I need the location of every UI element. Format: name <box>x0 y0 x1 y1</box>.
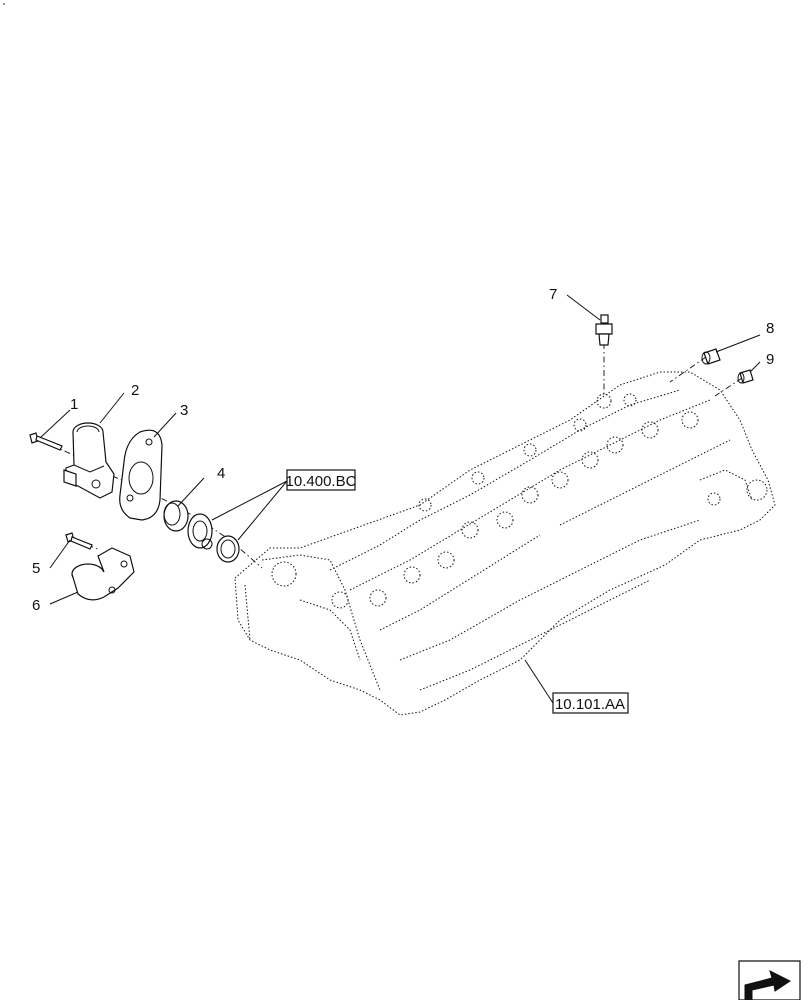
part-7-sensor <box>595 314 613 346</box>
part-3-gasket <box>119 429 163 521</box>
callout-8: 8 <box>766 320 774 337</box>
part-6-water-outlet <box>71 547 135 601</box>
callout-7: 7 <box>549 286 557 303</box>
corner-mark <box>3 3 5 5</box>
callout-4: 4 <box>217 465 225 482</box>
callout-6: 6 <box>32 597 40 614</box>
part-5-screw <box>65 532 93 550</box>
reference-label-10-400-bc: 10.400.BC <box>286 473 357 490</box>
callout-1: 1 <box>70 396 78 413</box>
callout-labels: 1 2 3 4 5 6 7 8 9 <box>32 286 774 614</box>
callout-3: 3 <box>180 402 188 419</box>
callout-2: 2 <box>131 382 139 399</box>
part-1-screw <box>29 432 63 451</box>
seal-ring <box>216 535 240 563</box>
part-4-thermostat <box>163 500 213 550</box>
callout-5: 5 <box>32 560 40 577</box>
cylinder-head <box>234 371 776 716</box>
reference-label-10-101-aa: 10.101.AA <box>555 696 625 713</box>
reference-box-10-101-aa[interactable]: 10.101.AA <box>552 692 629 714</box>
arrow-page-icon[interactable] <box>738 960 801 1000</box>
part-2-thermostat-housing <box>63 422 115 499</box>
callout-leaders <box>39 294 761 704</box>
callout-9: 9 <box>766 351 774 368</box>
reference-box-10-400-bc[interactable]: 10.400.BC <box>286 469 357 491</box>
part-8-plug <box>701 348 721 365</box>
valve-bosses <box>271 393 768 609</box>
part-9-plug <box>737 369 754 384</box>
